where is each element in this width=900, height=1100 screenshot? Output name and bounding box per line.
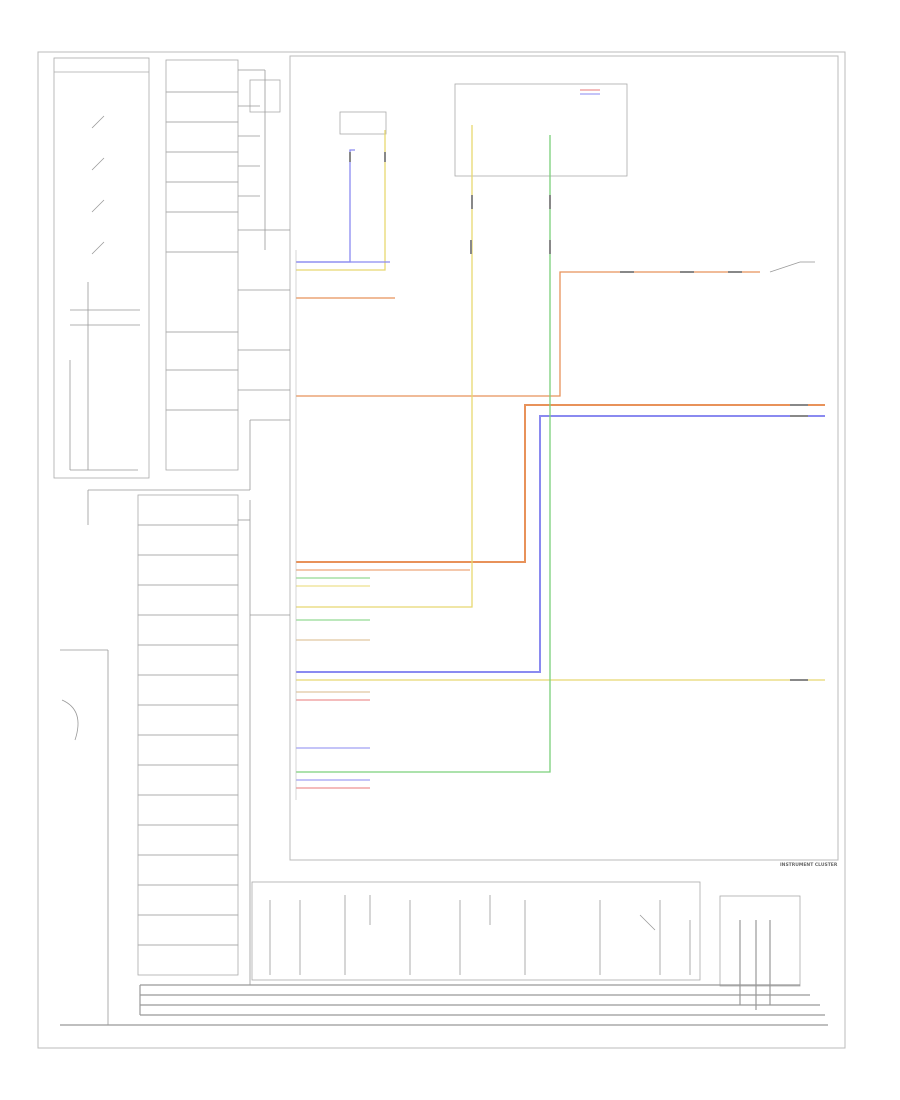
gauge-switch-symbols <box>60 115 250 1025</box>
wire-markers <box>349 152 808 681</box>
lower-indicator-stack <box>137 494 239 976</box>
ground-bus <box>60 920 828 1026</box>
top-connector-frame <box>454 83 628 177</box>
instrument-cluster-frame <box>289 55 839 861</box>
bottom-switches <box>269 895 691 975</box>
gauge-column-frame <box>53 57 150 479</box>
cluster-label: INSTRUMENT CLUSTER <box>780 862 838 868</box>
signal-wires <box>296 89 825 789</box>
oil-pressure-switch <box>769 261 815 273</box>
right-bottom-module-frame <box>719 895 801 987</box>
top-center-module <box>339 111 387 135</box>
upper-indicator-stack <box>165 59 281 471</box>
stack-links <box>238 69 290 985</box>
outer-frame <box>37 51 846 1049</box>
bottom-module-row-frame <box>251 881 701 981</box>
